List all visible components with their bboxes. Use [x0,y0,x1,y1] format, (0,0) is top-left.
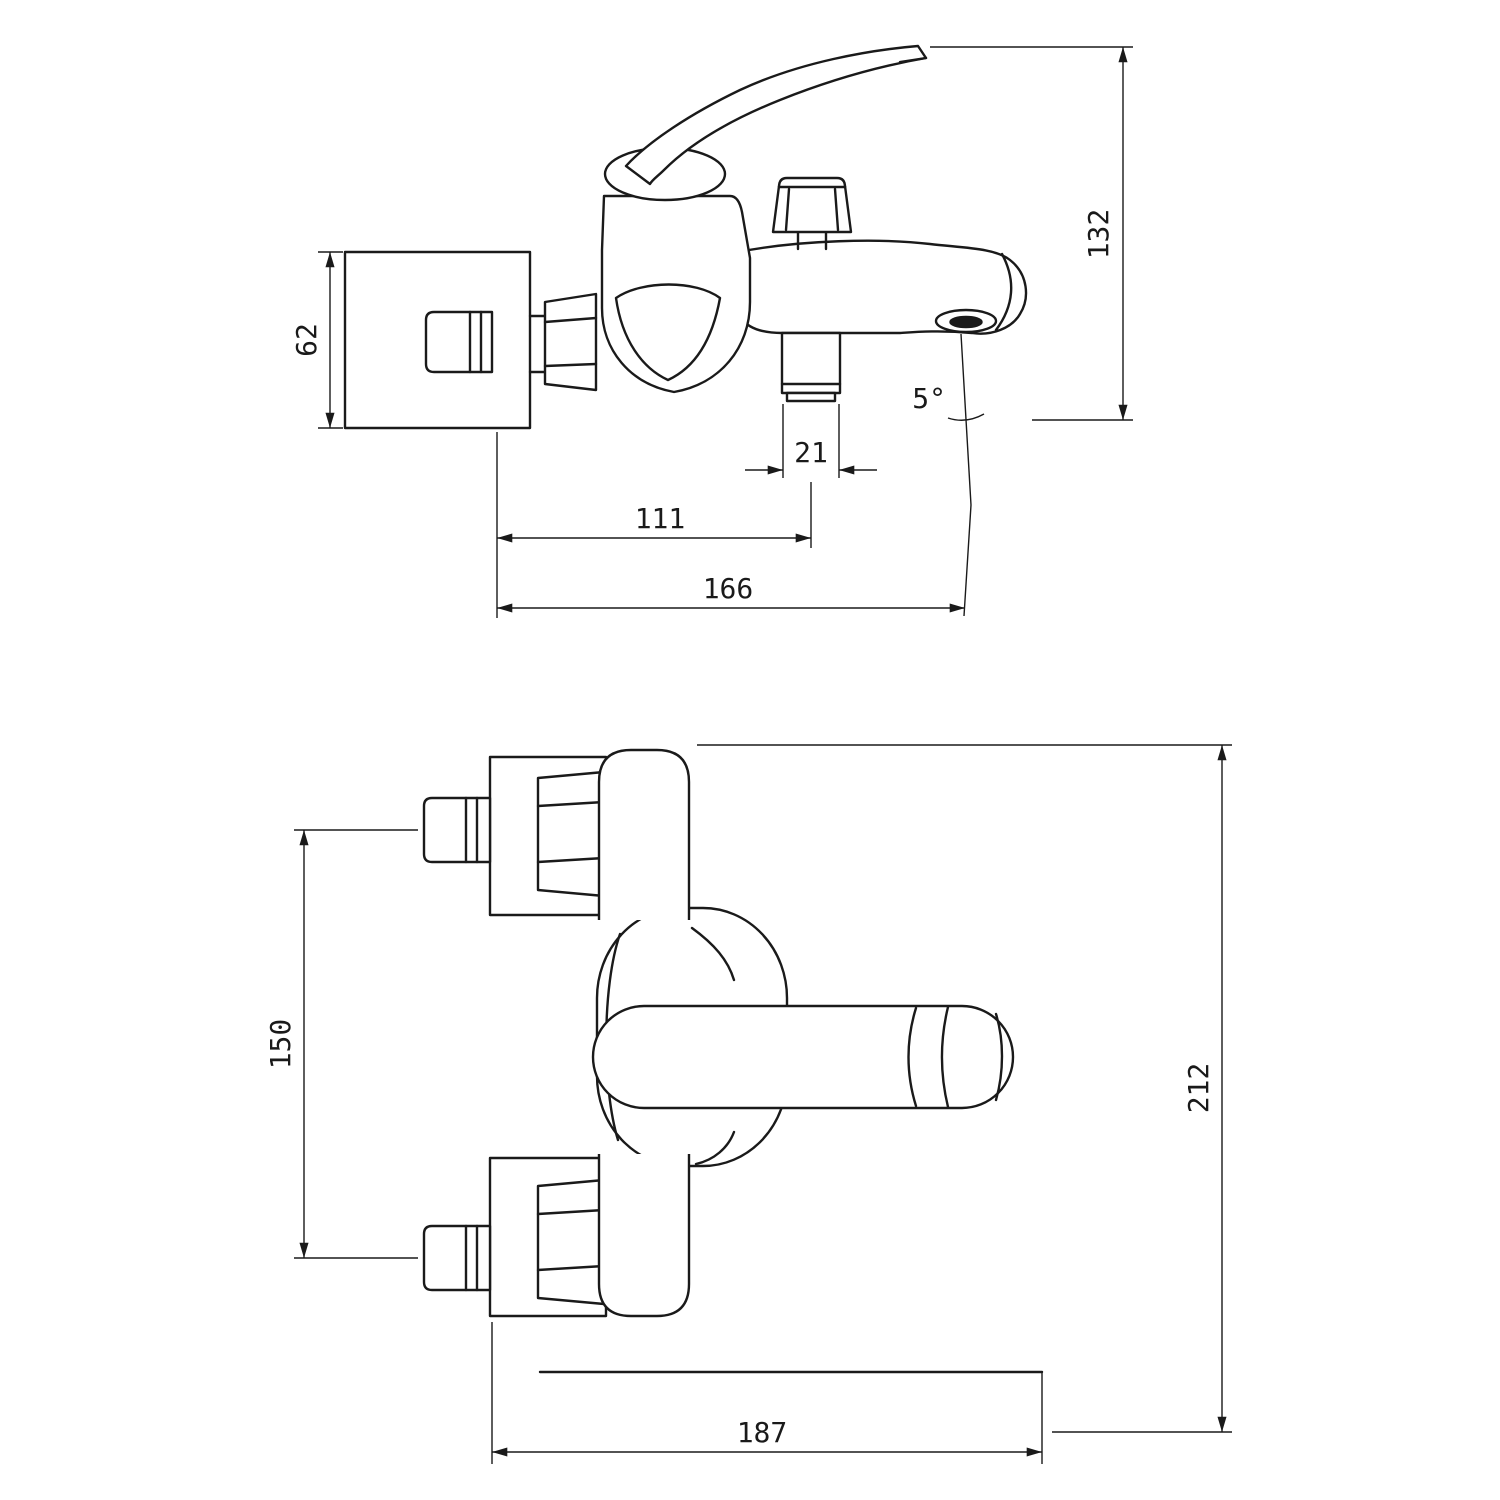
dim-text-21: 21 [794,436,828,469]
front-dim-inlet-centres: 150 [264,829,418,1259]
front-handle-end-details [907,1005,1004,1109]
side-spout-outlet-opening [949,315,983,329]
ext-lines-212 [697,744,1232,1433]
dim-text-132: 132 [1082,209,1115,260]
dim-text-111: 111 [635,502,686,535]
front-lower-nut-facets [536,1208,606,1272]
side-handle-tip-detail [898,56,928,64]
angle-arc-5deg [947,413,985,421]
side-dim-plate-height: 62 [290,251,343,429]
side-body-housing [600,194,752,394]
ext-lines-132 [930,46,1133,421]
front-lower-cylinder-detail [464,1224,479,1292]
side-dim-overall-height: 132 [930,46,1133,421]
side-hex-nut [543,292,598,392]
front-body-shoulder-arcs [690,926,736,1166]
front-handle-pill [591,1004,1015,1110]
front-upper-cylinder [422,796,492,864]
front-view: 150 212 187 [264,744,1232,1464]
side-inlet-cylinder-detail [468,310,483,374]
front-lower-nut [536,1178,606,1306]
side-shower-outlet-flange [785,391,837,403]
side-view: 132 62 21 111 166 5° [290,44,1133,618]
side-dim-overall-depth: 166 [496,333,972,617]
side-spout-angle-note: 5° [912,382,985,421]
side-diverter-stem [796,230,828,251]
front-dim-overall-height: 212 [697,744,1232,1433]
dim-text-150: 150 [264,1019,297,1070]
side-diverter-detail [784,187,840,232]
side-handle-lever [624,44,928,186]
dim-text-5deg: 5° [912,382,946,415]
ext-line-166-spout-axis [960,333,972,617]
front-upper-nut [536,770,606,898]
side-nut-link-lines [528,314,547,374]
dim-text-166: 166 [703,572,754,605]
side-dim-outlet-width: 21 [745,404,877,478]
dim-text-212: 212 [1182,1063,1215,1114]
front-dim-overall-width: 187 [491,1322,1043,1464]
dim-text-62: 62 [290,323,323,357]
ext-lines-150 [294,829,418,1259]
side-inlet-cylinder [424,310,494,374]
front-upper-cylinder-detail [464,796,479,864]
dim-text-187: 187 [737,1416,788,1449]
side-hex-nut-facets [543,316,598,368]
side-spout-endcap-line [994,252,1013,332]
front-upper-nut-facets [536,800,606,864]
side-diverter-body [771,184,853,234]
side-dim-outlet-offset: 111 [496,432,812,618]
front-lower-cylinder [422,1224,492,1292]
front-body-bottom-column [597,1154,691,1318]
front-body-top-column [597,748,691,920]
side-diverter-cap [777,176,847,189]
side-body-shield-detail [614,283,722,382]
